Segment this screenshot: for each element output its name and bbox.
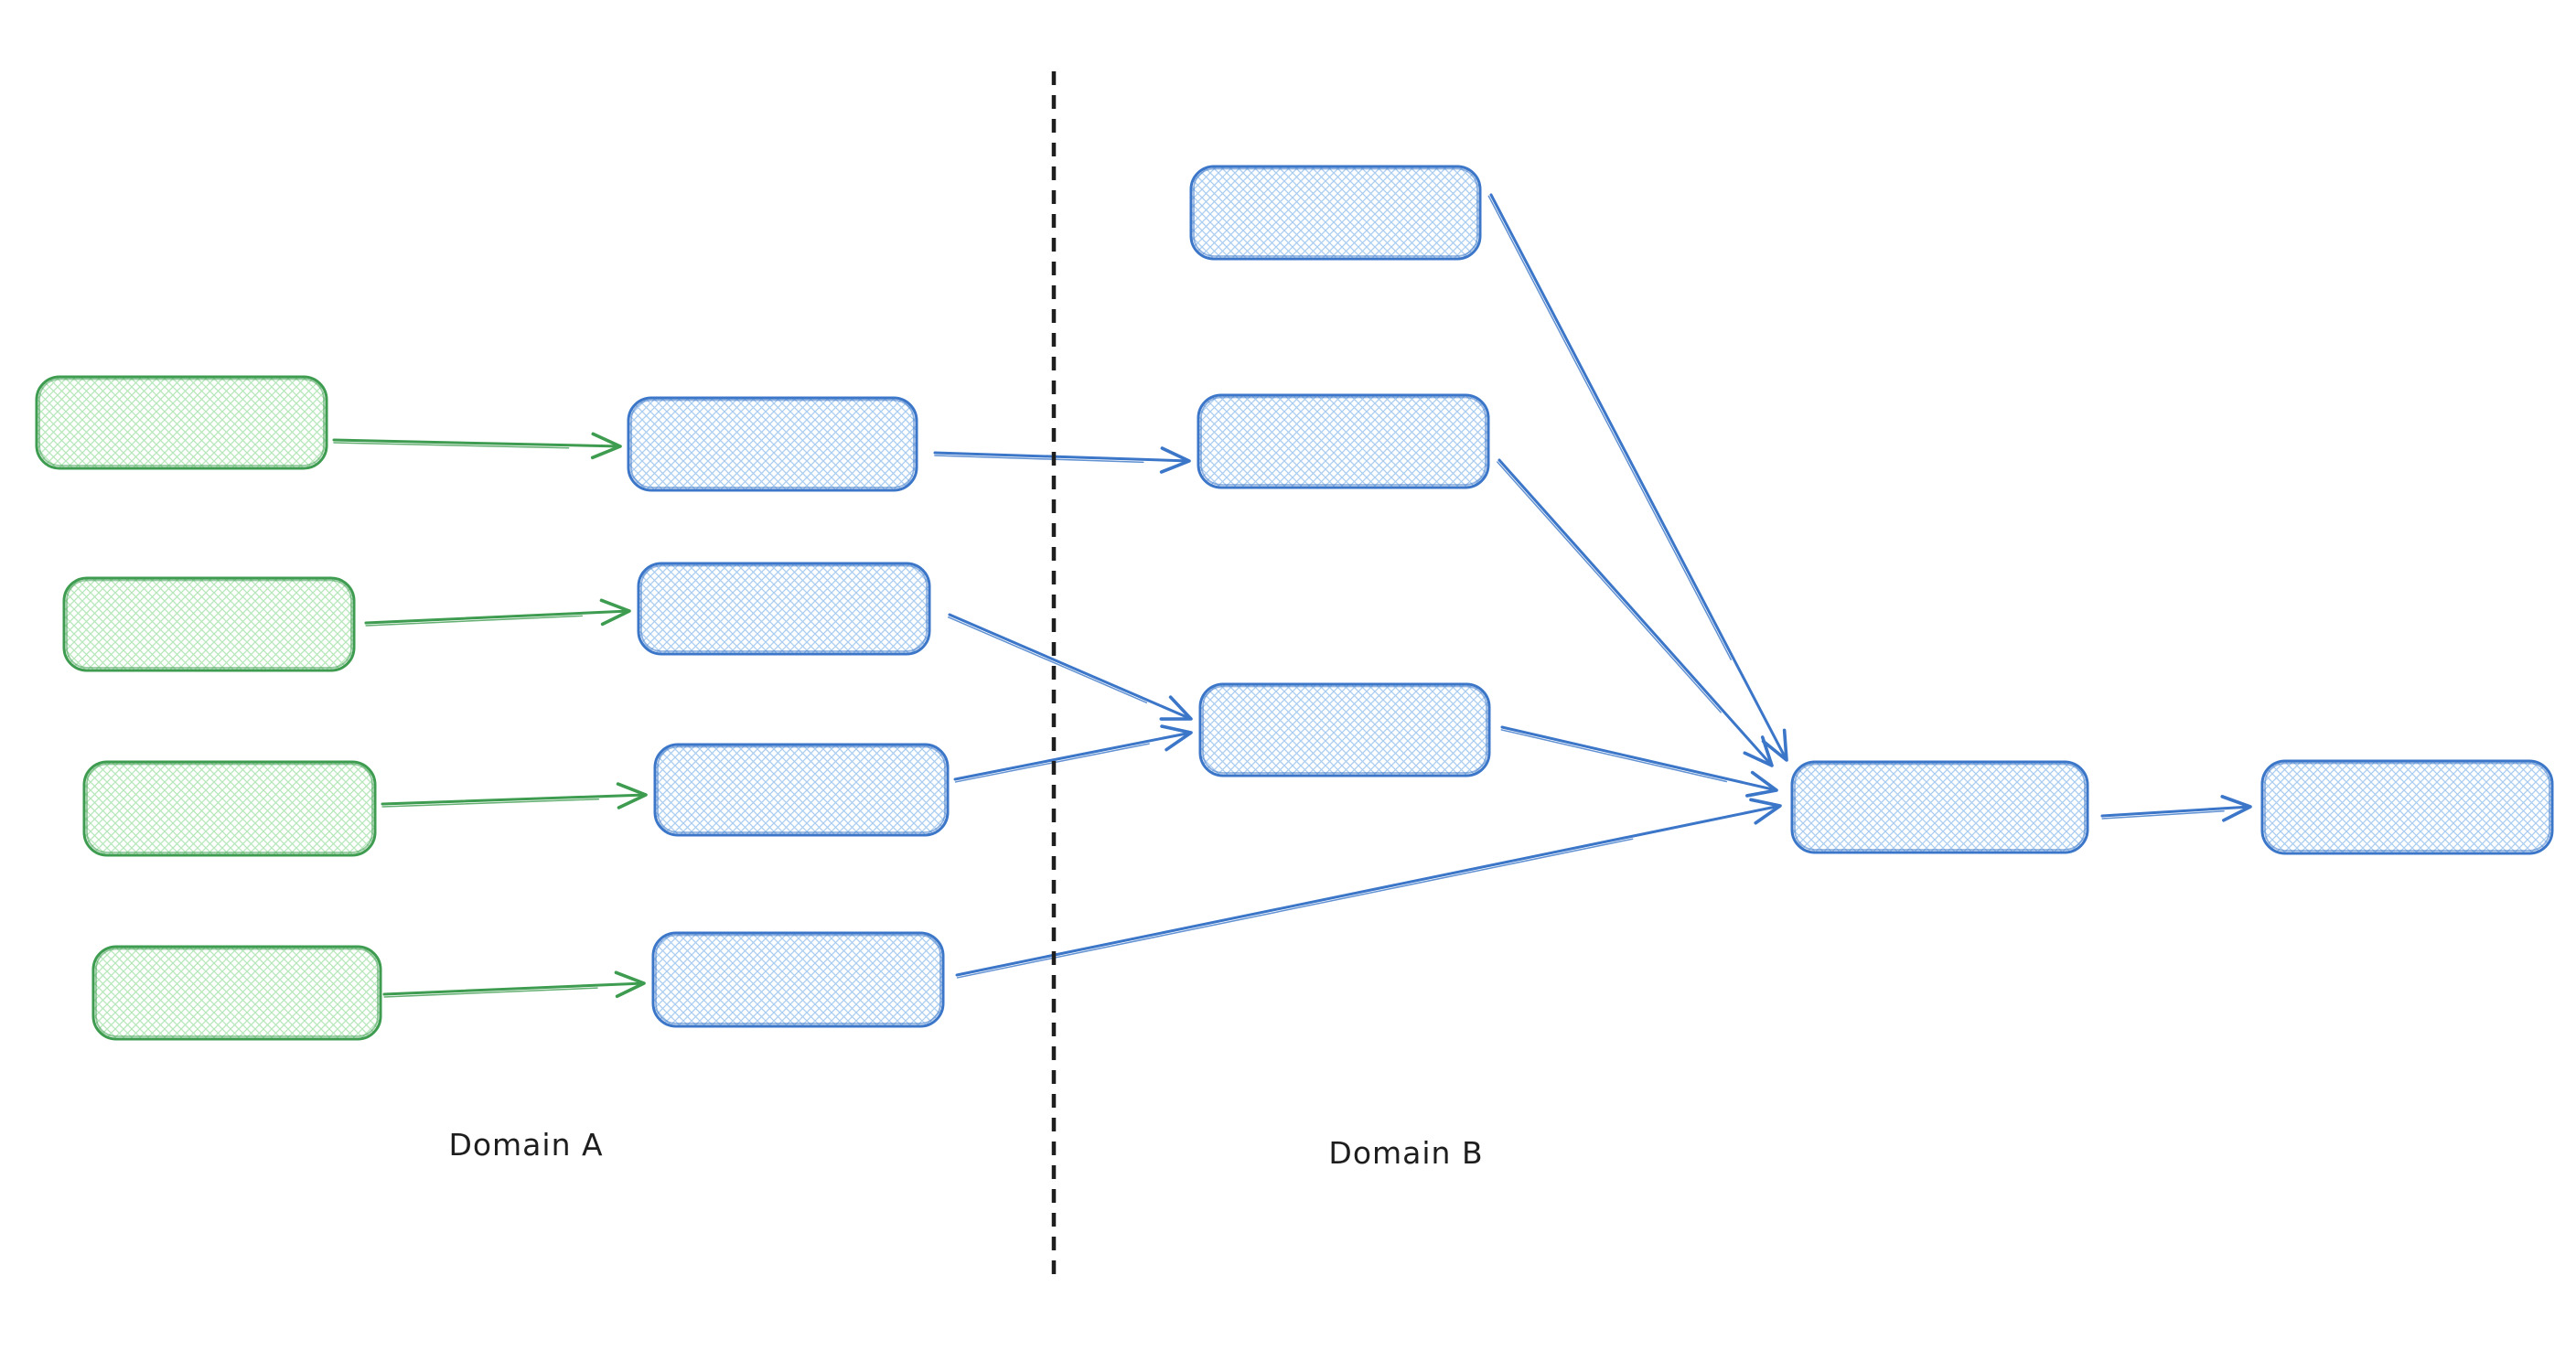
domain-b-label[interactable]: Domain B — [1328, 1135, 1483, 1171]
edge-green2-to-a2[interactable] — [364, 598, 631, 627]
node-blue-a1[interactable] — [627, 396, 918, 492]
node-blue-b3[interactable] — [1198, 682, 1491, 777]
node-blue-b4[interactable] — [1790, 760, 2089, 854]
nodes-layer — [35, 165, 2554, 1041]
domain-a-label[interactable]: Domain A — [448, 1127, 603, 1163]
edge-b4-to-b5[interactable] — [2100, 795, 2252, 822]
node-green-1[interactable] — [35, 375, 328, 470]
edge-b1-to-b4[interactable] — [1487, 193, 1788, 762]
node-blue-b2[interactable] — [1197, 393, 1490, 489]
node-blue-b1[interactable] — [1189, 165, 1482, 261]
edge-a1-to-b2[interactable] — [933, 446, 1191, 474]
edge-green4-to-a4[interactable] — [382, 970, 646, 999]
edge-b3-to-b4[interactable] — [1500, 725, 1778, 798]
node-blue-a4[interactable] — [651, 931, 945, 1028]
edge-green1-to-a1[interactable] — [332, 432, 622, 460]
edge-b2-to-b4[interactable] — [1497, 458, 1774, 767]
edge-a4-to-b4[interactable] — [955, 798, 1782, 979]
edge-a3-to-b3[interactable] — [953, 724, 1193, 783]
node-blue-a3[interactable] — [653, 743, 950, 837]
edge-a2-to-b3[interactable] — [948, 613, 1193, 721]
node-green-2[interactable] — [62, 576, 356, 672]
edge-green3-to-a3[interactable] — [381, 782, 648, 809]
node-green-3[interactable] — [82, 760, 377, 857]
node-blue-b5[interactable] — [2260, 759, 2554, 855]
node-blue-a2[interactable] — [637, 562, 931, 656]
node-green-4[interactable] — [91, 945, 382, 1041]
edges-layer — [332, 193, 2252, 999]
